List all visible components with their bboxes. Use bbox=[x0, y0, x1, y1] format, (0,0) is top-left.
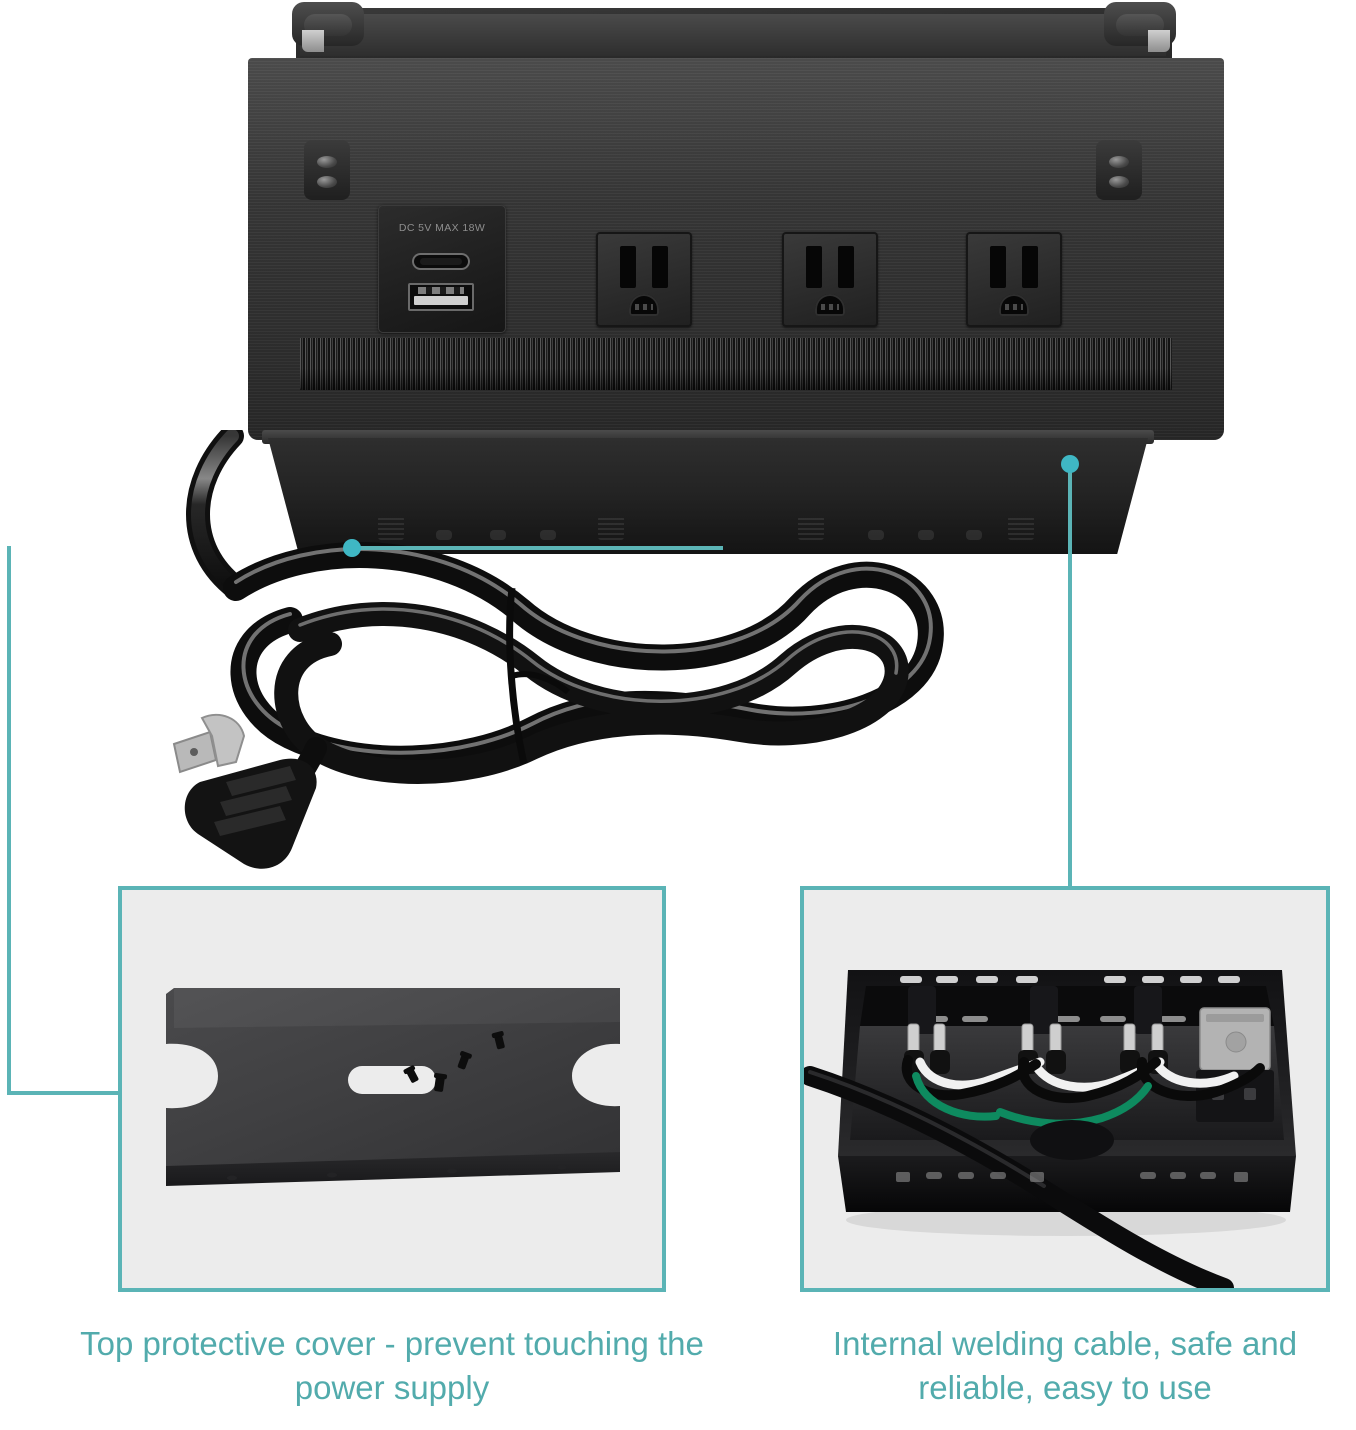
green-ground-wire bbox=[912, 1072, 1152, 1128]
welded-terminals bbox=[904, 1023, 1168, 1074]
top-cover-caption: Top protective cover - prevent touching … bbox=[80, 1325, 704, 1406]
usb-power-rating-label: DC 5V MAX 18W bbox=[398, 222, 486, 234]
callout-line-left-horizontal bbox=[351, 546, 723, 550]
outlet-ground-hole bbox=[999, 294, 1029, 316]
outlet-ground-hole bbox=[815, 294, 845, 316]
mounting-bracket-right bbox=[1096, 140, 1142, 200]
chassis-marking bbox=[540, 530, 556, 540]
chassis-marking bbox=[918, 530, 934, 540]
chassis-marking bbox=[798, 516, 824, 540]
mounting-bracket-left bbox=[304, 140, 350, 200]
chassis-marking bbox=[378, 516, 404, 540]
callout-dot-left bbox=[343, 539, 361, 557]
usb-a-port bbox=[408, 283, 474, 311]
protective-cover-plate bbox=[166, 988, 620, 1186]
outlet-slot-live bbox=[652, 246, 668, 288]
outlet-slot-neutral bbox=[806, 246, 822, 288]
black-live-wire bbox=[901, 1055, 1265, 1104]
bracket-screw bbox=[317, 176, 337, 188]
internal-wiring-photo bbox=[804, 970, 1296, 1288]
power-cord bbox=[172, 430, 944, 869]
cover-screws bbox=[403, 1031, 505, 1092]
bracket-screw bbox=[317, 156, 337, 168]
faceplate-sheen bbox=[248, 58, 1224, 198]
callout-line-left-vertical bbox=[7, 546, 11, 1095]
outlet-slot-live bbox=[1022, 246, 1038, 288]
power-plug bbox=[172, 713, 317, 869]
bracket-screw bbox=[1109, 176, 1129, 188]
main-cord-entry bbox=[804, 1066, 1234, 1288]
outlet-slot-live bbox=[838, 246, 854, 288]
callout-line-left-bottom bbox=[7, 1091, 122, 1095]
usb-c-port bbox=[412, 253, 470, 270]
internal-wiring-caption: Internal welding cable, safe and reliabl… bbox=[832, 1325, 1298, 1406]
outlet-slot-neutral bbox=[620, 246, 636, 288]
power-box-chassis bbox=[268, 438, 1148, 554]
brush-corner-tab-right bbox=[1148, 30, 1170, 52]
top-cover-panel bbox=[118, 886, 666, 1292]
chassis-marking bbox=[598, 516, 624, 540]
ac-outlet-2 bbox=[782, 232, 878, 327]
outlet-slot-neutral bbox=[990, 246, 1006, 288]
brush-shadow bbox=[300, 368, 1172, 390]
chassis-marking bbox=[868, 530, 884, 540]
chassis-marking bbox=[966, 530, 982, 540]
cable-brush-grommet bbox=[300, 338, 1172, 390]
bracket-screw bbox=[1109, 156, 1129, 168]
callout-dot-right bbox=[1061, 455, 1079, 473]
usb-charging-module: DC 5V MAX 18W bbox=[378, 205, 506, 333]
ac-outlet-3 bbox=[966, 232, 1062, 327]
lid-top-edge bbox=[300, 14, 1166, 56]
ac-outlet-1 bbox=[596, 232, 692, 327]
chassis-marking bbox=[1008, 516, 1034, 540]
outlet-ground-hole bbox=[629, 294, 659, 316]
chassis-marking bbox=[436, 530, 452, 540]
callout-line-right-vertical bbox=[1068, 463, 1072, 890]
chassis-marking bbox=[490, 530, 506, 540]
internal-wiring-panel bbox=[800, 886, 1330, 1292]
hero-product-photo: DC 5V MAX 18W bbox=[7, 2, 1224, 1095]
brush-corner-tab-left bbox=[302, 30, 324, 52]
